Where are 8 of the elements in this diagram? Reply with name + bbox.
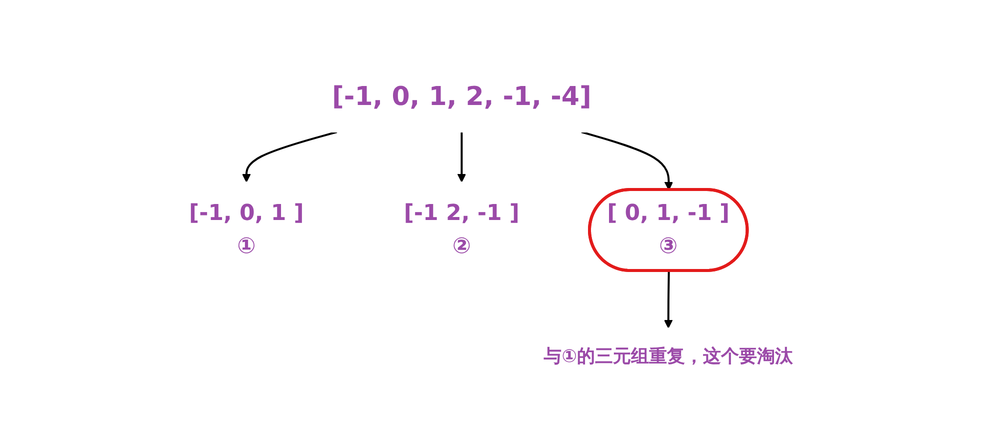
arrow [580, 130, 673, 190]
node-text: [-1, 0, 1 ] ① [188, 200, 304, 258]
arrow [663, 270, 672, 328]
arrow [242, 130, 337, 182]
arrow [456, 132, 466, 182]
node-text: [-1, 0, 1, 2, -1, -4] [332, 82, 591, 112]
node-text: 与①的三元组重复，这个要淘汰 [543, 345, 792, 366]
node-text: [-1 2, -1 ] ② [403, 200, 519, 258]
